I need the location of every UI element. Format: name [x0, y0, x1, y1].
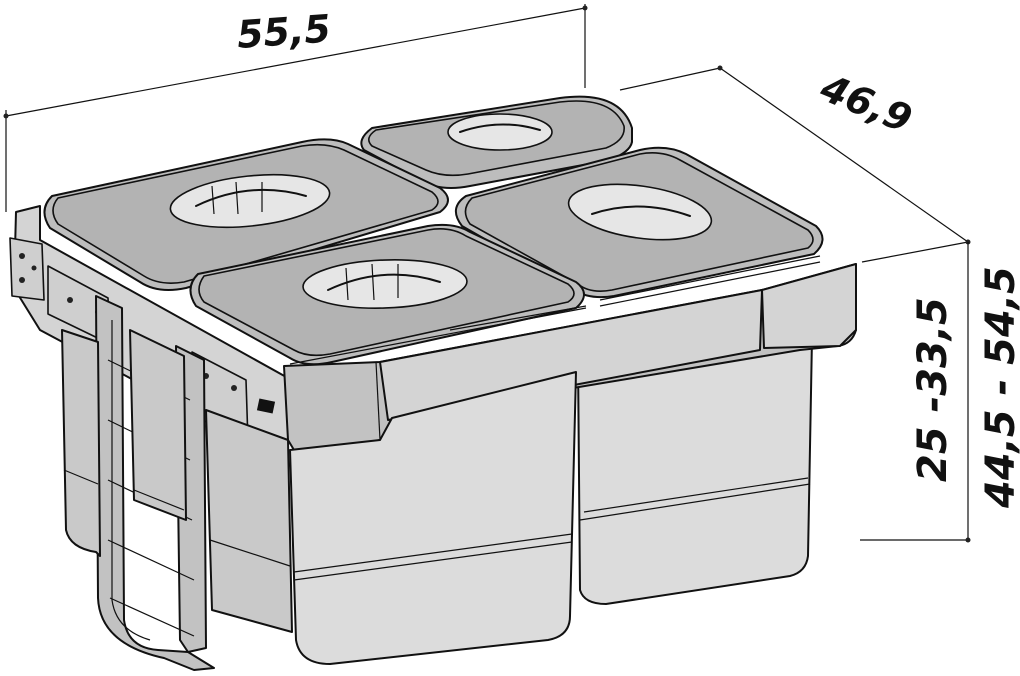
bracket-screw-3: [31, 265, 37, 271]
bin-back-left-body-front: [205, 409, 293, 633]
bin-front-left-seam-2: [293, 533, 573, 573]
bracket-screw-1: [19, 253, 25, 259]
depth-extension-front: [861, 241, 969, 263]
lid-back-right-opening: [447, 113, 553, 151]
width-dimension-tick-right: [582, 5, 588, 11]
lid-front-left-handle-ribs: [345, 263, 399, 301]
lid-back-left-handle: [195, 188, 307, 207]
bin-back-left: [61, 329, 293, 633]
bin-front-left: [289, 371, 577, 665]
lid-front-right-opening: [567, 183, 713, 241]
total-height-tick-bottom: [965, 537, 971, 543]
bin-front-left-seam: [293, 541, 573, 581]
rail-end-bracket: [9, 237, 45, 301]
lid-front-right-handle: [591, 205, 691, 217]
bin-front-right: [577, 337, 813, 605]
bin-back-left-body-gap: [129, 329, 187, 521]
lid-front-left-group: [189, 223, 587, 366]
width-dimension-label: 55,5: [236, 7, 333, 57]
bin-front-right-seam: [579, 483, 811, 521]
height-dimensions: 25 -33,5 44,5 - 54,5: [860, 242, 1020, 543]
lid-back-left-group: [43, 138, 449, 291]
lid-front-right-rim: [599, 255, 821, 307]
inner-height-label: 25 -33,5: [910, 297, 956, 482]
lid-front-right-group: [455, 146, 824, 307]
lid-back-left-handle-ribs: [211, 181, 263, 215]
lid-back-right-handle: [459, 123, 541, 133]
width-dimension-tick-left: [3, 113, 9, 119]
latch-button: [256, 398, 276, 414]
bin-front-right-body: [577, 337, 813, 605]
door-bracket-left: [95, 295, 215, 671]
depth-extension-back: [619, 67, 721, 91]
door-bracket-inner-edge: [111, 320, 151, 641]
depth-dimension-tick-back: [717, 65, 723, 71]
width-dimension-line: [5, 7, 586, 117]
lid-front-left-opening: [302, 259, 468, 309]
depth-dimension-label: 46,9: [814, 65, 918, 141]
bin-back-left-seams: [63, 469, 291, 567]
bin-front-left-body: [289, 371, 577, 665]
lid-back-left-opening: [169, 173, 331, 229]
front-frame: [283, 263, 857, 451]
depth-dimension-line: [719, 67, 969, 243]
width-dimension: 55,5: [3, 4, 588, 212]
front-frame-corner: [761, 263, 857, 349]
front-frame-face: [379, 289, 763, 421]
bin-back-left-body-edge: [61, 329, 101, 557]
lid-front-left-rim: [289, 305, 587, 365]
bracket-screw-2: [19, 277, 25, 283]
bin-front-right-seam-2: [583, 477, 809, 513]
lid-front-left-handle: [327, 273, 441, 291]
rail-screw-1: [67, 297, 73, 303]
rail-screw-4: [231, 385, 237, 391]
front-frame-edge: [375, 361, 381, 441]
total-height-label: 44,5 - 54,5: [978, 266, 1020, 509]
